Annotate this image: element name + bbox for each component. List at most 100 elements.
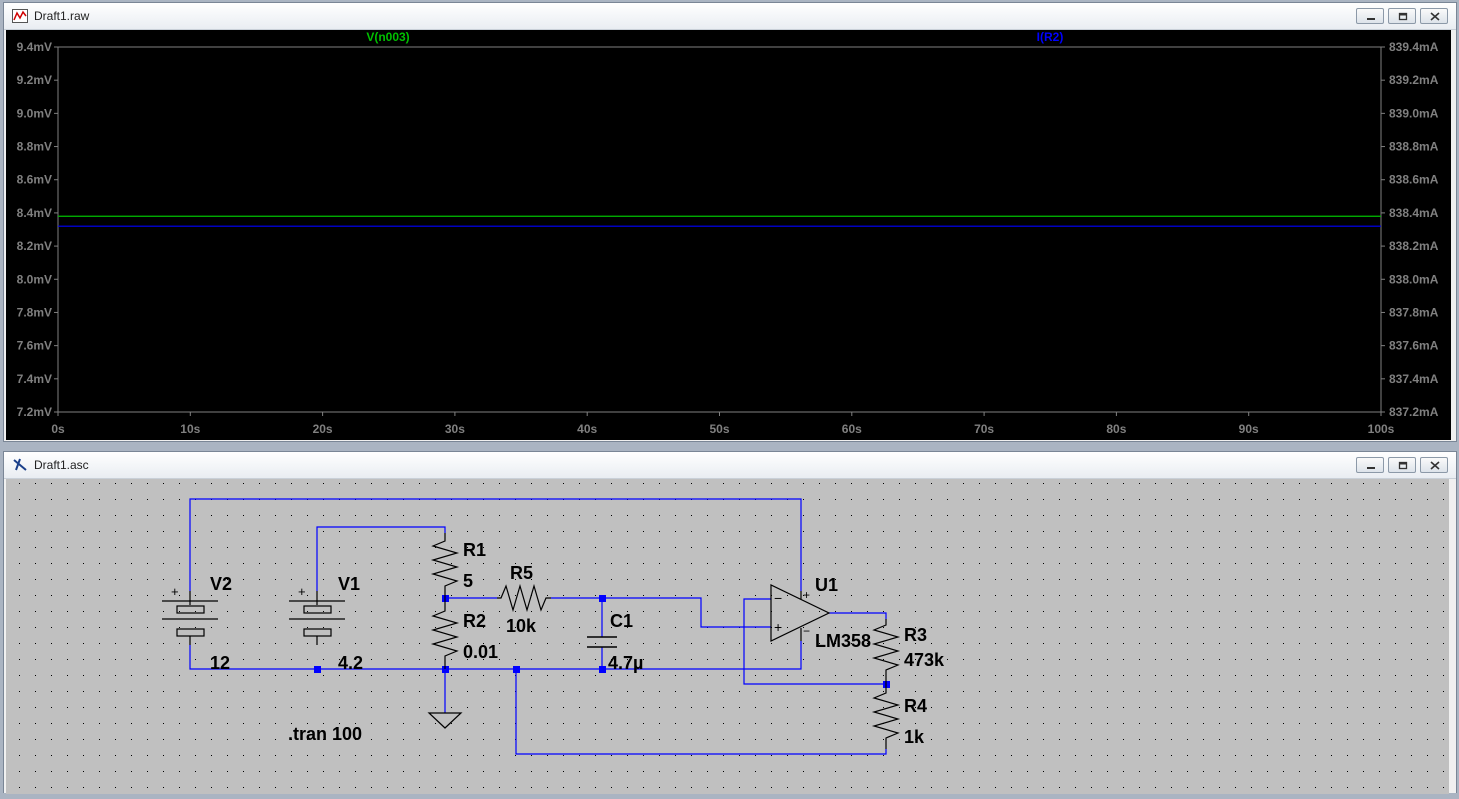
- window-title: Draft1.asc: [34, 458, 89, 472]
- restore-icon: [1398, 461, 1408, 470]
- resistor-r1[interactable]: [430, 533, 460, 598]
- x-tick-label: 90s: [1239, 422, 1259, 436]
- x-tick-label: 40s: [577, 422, 597, 436]
- wire-opamp-feedback[interactable]: [743, 598, 886, 685]
- wire-v1-top-to-r1[interactable]: [316, 526, 446, 591]
- r3-name[interactable]: R3: [904, 625, 927, 645]
- v1-name[interactable]: V1: [338, 574, 360, 594]
- x-tick-label: 0s: [51, 422, 65, 436]
- y-tick-label-right: 837.2mA: [1389, 405, 1439, 419]
- close-button[interactable]: [1420, 457, 1448, 473]
- x-tick-label: 60s: [842, 422, 862, 436]
- r1-value[interactable]: 5: [463, 571, 473, 591]
- wire-v2-top-to-opamp[interactable]: [189, 498, 802, 591]
- ground-symbol[interactable]: [427, 712, 463, 729]
- y-tick-label-right: 838.6mA: [1389, 173, 1439, 187]
- y-tick-label-right: 839.0mA: [1389, 106, 1439, 120]
- r2-name[interactable]: R2: [463, 611, 486, 631]
- svg-text:+: +: [774, 619, 782, 635]
- x-tick-label: 80s: [1106, 422, 1126, 436]
- x-tick-label: 10s: [180, 422, 200, 436]
- battery-v2[interactable]: +: [162, 584, 218, 645]
- y-tick-label-left: 8.4mV: [17, 206, 52, 220]
- x-tick-label: 20s: [313, 422, 333, 436]
- y-tick-label-left: 7.8mV: [17, 305, 52, 319]
- u1-value[interactable]: LM358: [815, 631, 871, 651]
- wire-r4-return[interactable]: [515, 669, 887, 755]
- r1-name[interactable]: R1: [463, 540, 486, 560]
- y-tick-label-right: 837.8mA: [1389, 305, 1439, 319]
- y-tick-label-left: 8.0mV: [17, 272, 52, 286]
- v2-name[interactable]: V2: [210, 574, 232, 594]
- y-tick-label-left: 7.2mV: [17, 405, 52, 419]
- svg-text:+: +: [171, 584, 179, 599]
- trace-label-i-r2[interactable]: I(R2): [1037, 30, 1064, 44]
- u1-name[interactable]: U1: [815, 575, 838, 595]
- svg-text:+: +: [298, 584, 306, 599]
- r5-value[interactable]: 10k: [506, 616, 537, 636]
- r5-name[interactable]: R5: [510, 563, 533, 583]
- trace-lines: [58, 215, 1381, 227]
- y-tick-label-right: 838.8mA: [1389, 140, 1439, 154]
- resistor-r2[interactable]: [430, 598, 460, 669]
- x-tick-label: 100s: [1368, 422, 1395, 436]
- capacitor-c1[interactable]: [587, 636, 617, 648]
- svg-text:−: −: [774, 590, 782, 606]
- schematic-window[interactable]: Draft1.asc: [3, 451, 1457, 794]
- minimize-button[interactable]: [1356, 8, 1384, 24]
- wire-opamp-out-r3[interactable]: [829, 612, 887, 619]
- v2-value[interactable]: 12: [210, 653, 230, 673]
- x-tick-label: 50s: [709, 422, 729, 436]
- wire-ground-bus[interactable]: [189, 641, 802, 670]
- r4-value[interactable]: 1k: [904, 727, 925, 747]
- x-tick-label: 70s: [974, 422, 994, 436]
- y-tick-label-right: 838.2mA: [1389, 239, 1439, 253]
- trace-label-v-n003[interactable]: V(n003): [366, 30, 409, 44]
- y-tick-label-left: 7.6mV: [17, 339, 52, 353]
- resistor-r5[interactable]: [497, 583, 551, 613]
- y-tick-label-right: 839.4mA: [1389, 40, 1439, 54]
- plot-frame: [57, 46, 1382, 413]
- wires: [189, 498, 887, 755]
- y-tick-label-left: 8.8mV: [17, 140, 52, 154]
- restore-button[interactable]: [1388, 8, 1416, 24]
- resistor-r4[interactable]: [871, 684, 901, 749]
- r2-value[interactable]: 0.01: [463, 642, 498, 662]
- svg-text:+: +: [803, 588, 810, 602]
- schematic-drawing[interactable]: + V2 12 + V1 4.2 R1 5 R2 0.01: [6, 479, 1449, 794]
- waveform-window[interactable]: Draft1.raw V(n003) I(R2) 9.4mV 839.4mA 9.2…: [3, 2, 1457, 442]
- minimize-button[interactable]: [1356, 457, 1384, 473]
- close-icon: [1430, 461, 1440, 470]
- close-button[interactable]: [1420, 8, 1448, 24]
- y-tick-label-right: 838.4mA: [1389, 206, 1439, 220]
- battery-v1[interactable]: +: [289, 584, 345, 645]
- wire-c1-to-opamp[interactable]: [551, 597, 771, 628]
- schematic-titlebar[interactable]: Draft1.asc: [4, 452, 1456, 479]
- restore-icon: [1398, 12, 1408, 21]
- close-icon: [1430, 12, 1440, 21]
- y-tick-label-left: 8.2mV: [17, 239, 52, 253]
- y-tick-label-left: 9.4mV: [17, 40, 52, 54]
- v1-value[interactable]: 4.2: [338, 653, 363, 673]
- resistor-r3[interactable]: [871, 619, 901, 684]
- c1-value[interactable]: 4.7µ: [608, 653, 643, 673]
- x-tick-label: 30s: [445, 422, 465, 436]
- y-tick-label-right: 838.0mA: [1389, 272, 1439, 286]
- r4-name[interactable]: R4: [904, 696, 927, 716]
- r3-value[interactable]: 473k: [904, 650, 945, 670]
- y-tick-label-left: 7.4mV: [17, 372, 52, 386]
- y-tick-label-left: 8.6mV: [17, 173, 52, 187]
- waveform-icon: [12, 9, 28, 23]
- window-title: Draft1.raw: [34, 9, 90, 23]
- c1-name[interactable]: C1: [610, 611, 633, 631]
- restore-button[interactable]: [1388, 457, 1416, 473]
- y-tick-label-left: 9.2mV: [17, 73, 52, 87]
- spice-directive[interactable]: .tran 100: [288, 724, 362, 744]
- opamp-u1[interactable]: − + + −: [770, 584, 831, 642]
- schematic-canvas[interactable]: + V2 12 + V1 4.2 R1 5 R2 0.01: [6, 479, 1449, 794]
- waveform-titlebar[interactable]: Draft1.raw: [4, 3, 1456, 30]
- y-tick-label-right: 837.4mA: [1389, 372, 1439, 386]
- y-tick-label-right: 839.2mA: [1389, 73, 1439, 87]
